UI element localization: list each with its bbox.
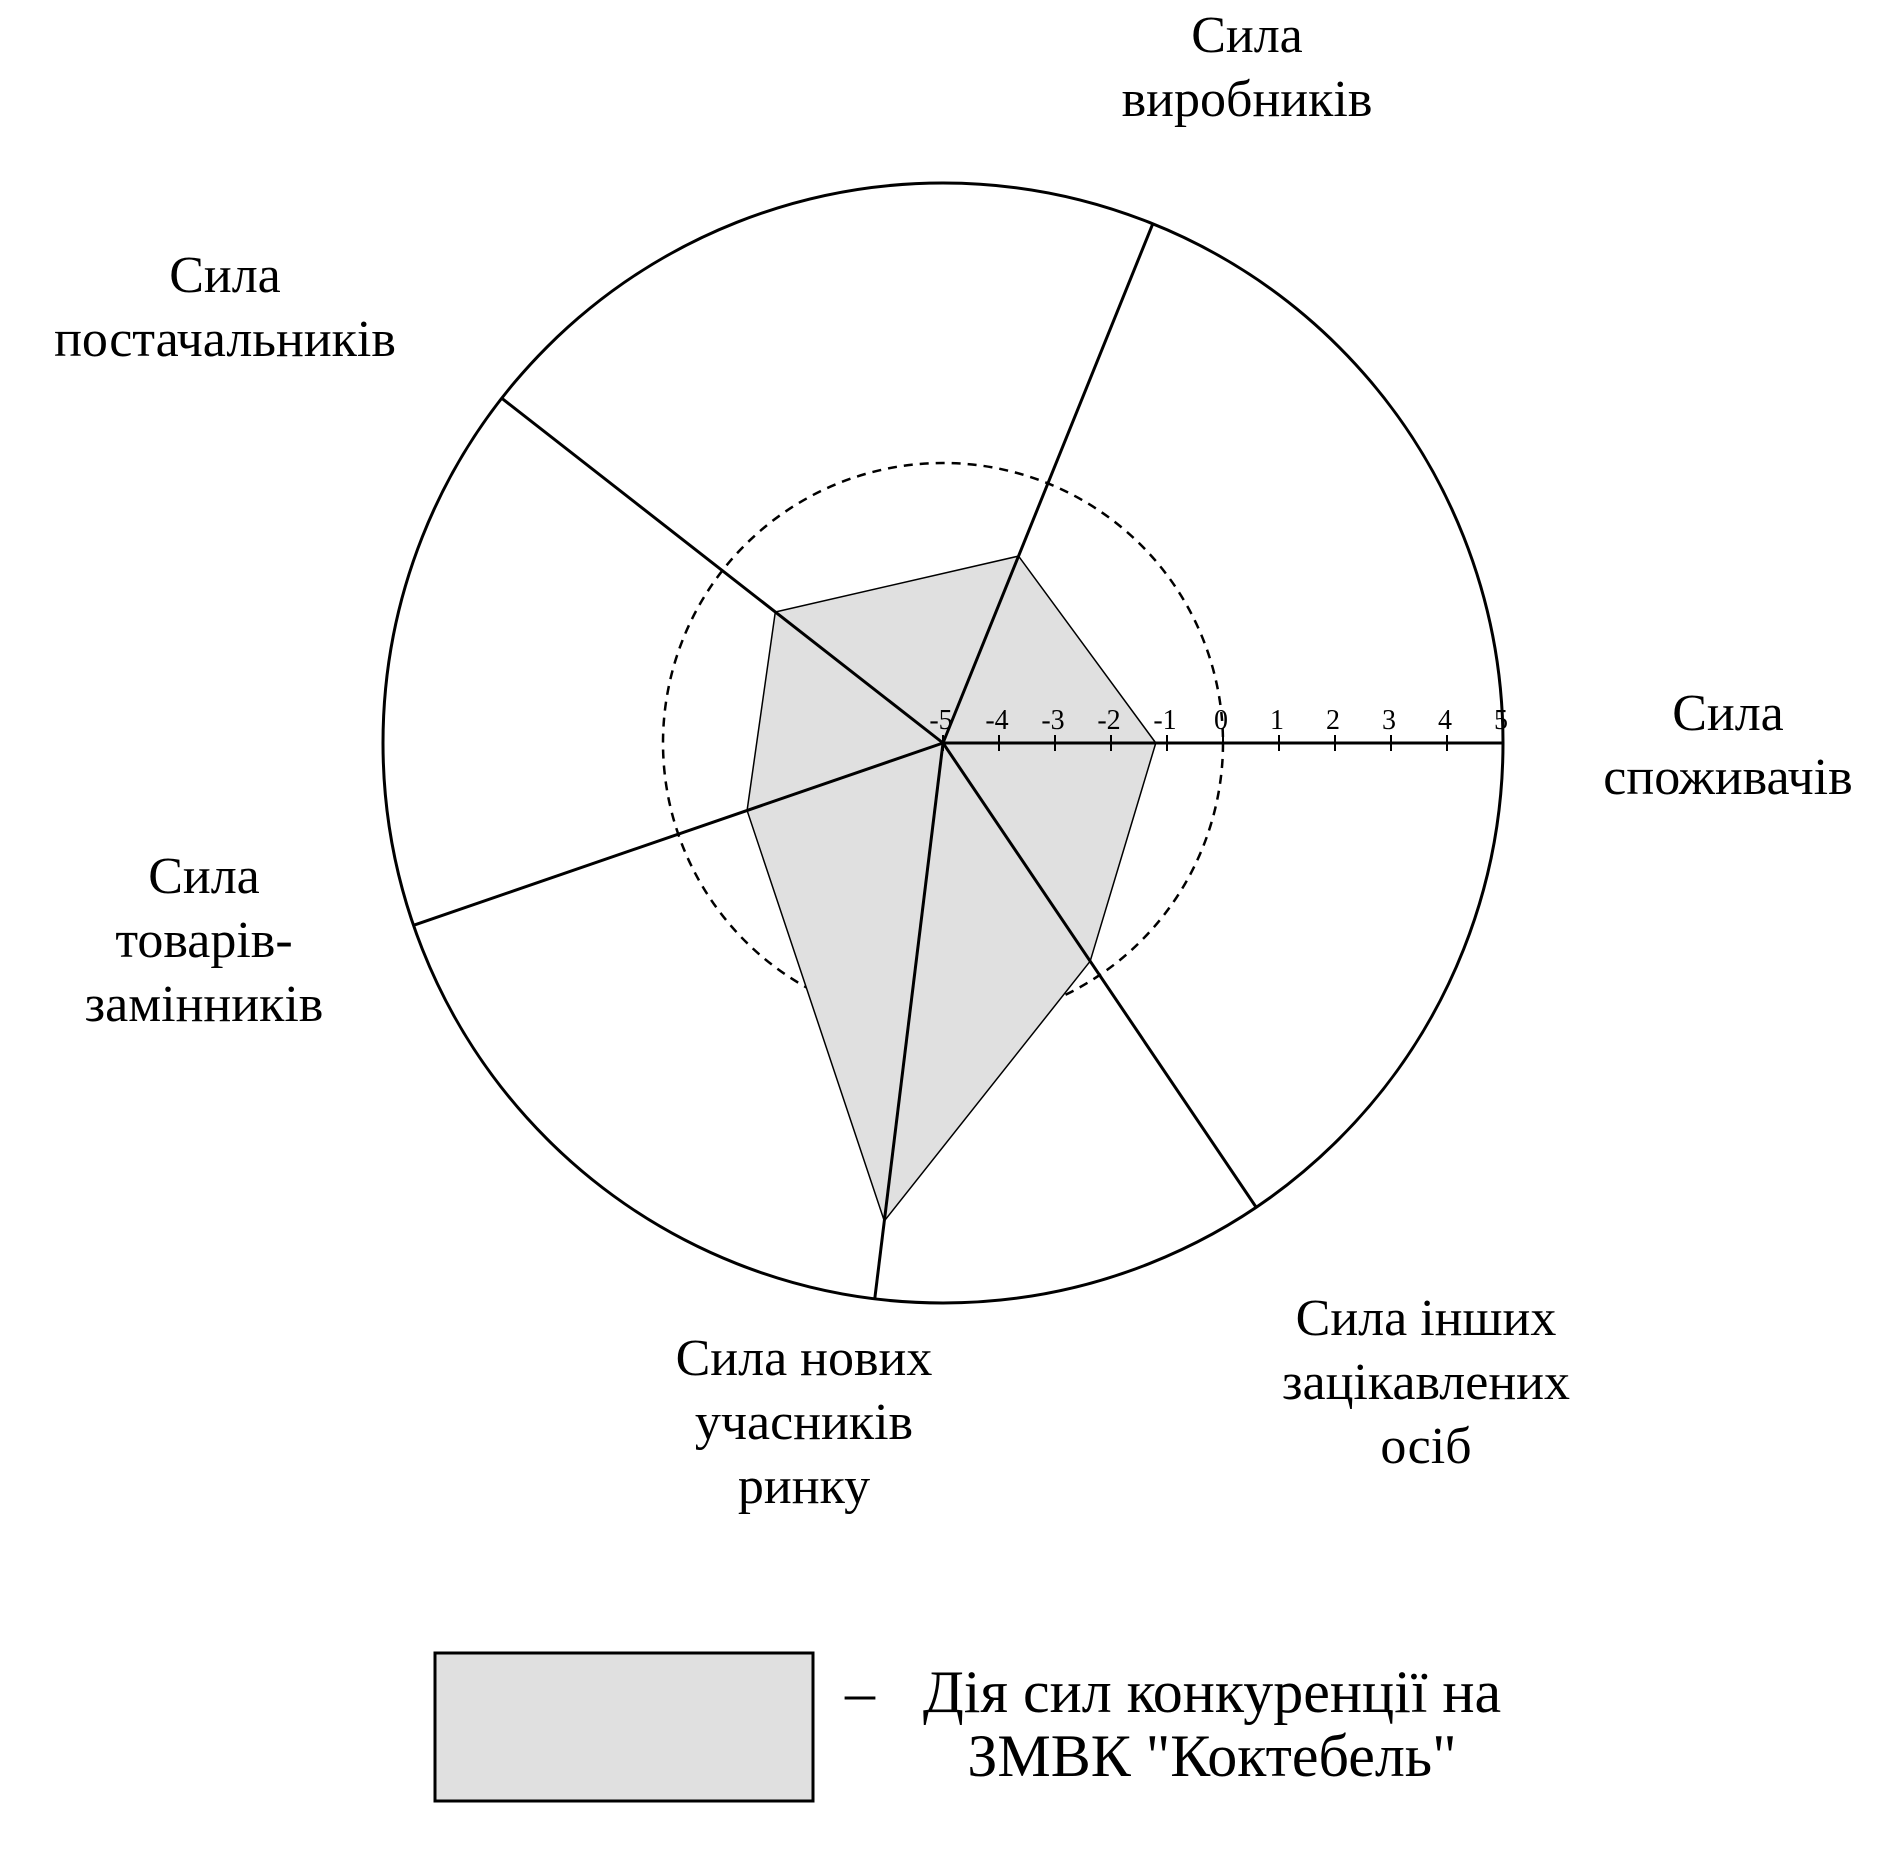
tick-label: -2 <box>1097 705 1120 736</box>
tick-label: 1 <box>1270 705 1284 736</box>
axis-label-line: Сила <box>1672 685 1784 742</box>
axis-substitutes <box>413 741 944 927</box>
axis-label-suppliers: Сила постачальників <box>54 247 396 368</box>
axis-label-line: Сила нових <box>676 1330 933 1387</box>
axis-label-producers: Сила виробників <box>1122 7 1373 128</box>
axis-label-substitutes: Сила товарів-замінників <box>85 848 324 1033</box>
axis-label-line: виробників <box>1122 71 1373 128</box>
axis-suppliers <box>500 397 944 745</box>
tick-label: -4 <box>985 705 1008 736</box>
tick-label: 0 <box>1214 705 1228 736</box>
tick-label: 5 <box>1494 705 1508 736</box>
tick-label: -5 <box>929 705 952 736</box>
axis-producers <box>941 223 1155 744</box>
competition-forces-area <box>746 555 1157 1223</box>
legend-swatch <box>433 1651 815 1803</box>
axis-label-consumers: Сила споживачів <box>1603 685 1852 806</box>
axis-label-line: товарів- <box>115 912 292 969</box>
axis-label-line: Сила інших <box>1296 1290 1557 1347</box>
tick-label: -1 <box>1153 705 1176 736</box>
legend-text-line-2: ЗМВК "Коктебель" <box>967 1723 1456 1789</box>
tick-label: -3 <box>1041 705 1064 736</box>
axis-label-line: ринку <box>738 1458 870 1515</box>
tick-label: 2 <box>1326 705 1340 736</box>
axis-label-other_stakeholders: Сила інших зацікавлених осіб <box>1282 1290 1570 1475</box>
tick-label: 4 <box>1438 705 1452 736</box>
axis-label-line: осіб <box>1380 1418 1471 1475</box>
axis-other_stakeholders <box>941 742 1258 1209</box>
axis-label-line: Сила <box>1191 7 1303 64</box>
axis-label-line: постачальників <box>54 311 396 368</box>
axis-label-line: споживачів <box>1603 749 1852 806</box>
axis-label-line: Сила <box>148 848 260 905</box>
legend-text-line-1: Дія сил конкуренції на <box>923 1659 1501 1725</box>
legend-dash: – <box>844 1659 876 1725</box>
axis-label-line: Сила <box>169 247 281 304</box>
axis-label-line: зацікавлених <box>1282 1354 1570 1411</box>
tick-label: 3 <box>1382 705 1396 736</box>
axis-label-line: замінників <box>85 976 324 1033</box>
axis-label-new_entrants: Сила нових учасників ринку <box>676 1330 933 1515</box>
axis-new_entrants <box>873 742 945 1300</box>
axis-label-line: учасників <box>695 1394 913 1451</box>
